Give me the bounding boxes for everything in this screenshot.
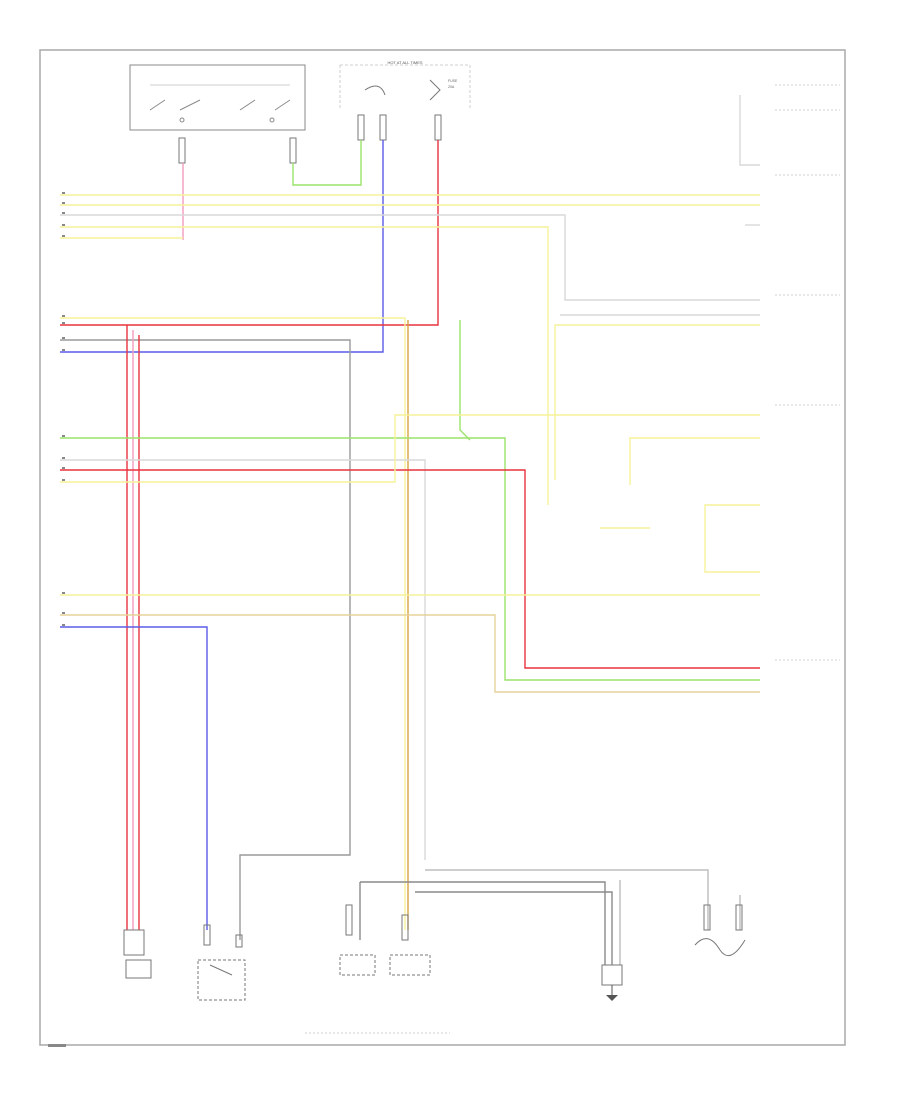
yellow-right-4 bbox=[704, 504, 760, 573]
evap-canister-purge-valve bbox=[339, 904, 376, 976]
hot-at-all-times-label: HOT AT ALL TIMES bbox=[387, 60, 422, 65]
orange-lower bbox=[60, 614, 760, 693]
blue-wire bbox=[60, 140, 384, 353]
yellow-bus-4 bbox=[60, 226, 549, 505]
speed-sensor bbox=[694, 904, 746, 957]
red-wire bbox=[60, 140, 439, 326]
black-bottom-3 bbox=[425, 869, 709, 930]
yellow-right-2 bbox=[554, 324, 760, 480]
blue-lower bbox=[60, 626, 208, 930]
page-marker-bar bbox=[48, 1044, 66, 1047]
green-mid bbox=[60, 437, 760, 681]
ignition-switch bbox=[129, 64, 306, 131]
white-bus-3 bbox=[60, 214, 760, 301]
green-wire-top bbox=[292, 140, 362, 186]
black-bottom-2 bbox=[415, 891, 613, 965]
fuse-value: 20A bbox=[448, 85, 455, 89]
left-connector-ticks bbox=[62, 192, 65, 626]
right-separators bbox=[775, 84, 840, 661]
yellow-mid bbox=[60, 414, 760, 483]
horn bbox=[123, 929, 152, 979]
black-bottom-1 bbox=[360, 881, 606, 965]
wire-group bbox=[60, 95, 760, 965]
white-mid bbox=[60, 459, 426, 860]
white-right-top bbox=[739, 95, 760, 166]
yellow-right-3 bbox=[629, 437, 760, 485]
yellow-left-1 bbox=[60, 317, 406, 930]
diagram-frame bbox=[39, 49, 846, 1046]
red-mid bbox=[60, 469, 760, 669]
shift-lock-solenoid bbox=[197, 924, 246, 1001]
gray-vertical bbox=[60, 339, 351, 940]
green-up bbox=[459, 320, 471, 441]
brake-light-switch bbox=[389, 914, 431, 976]
fuse-label: FUSE bbox=[448, 79, 458, 83]
top-connectors bbox=[178, 114, 442, 164]
body-ground bbox=[601, 964, 623, 1001]
central-electrical-box: HOT AT ALL TIMES FUSE 20A bbox=[339, 60, 471, 110]
